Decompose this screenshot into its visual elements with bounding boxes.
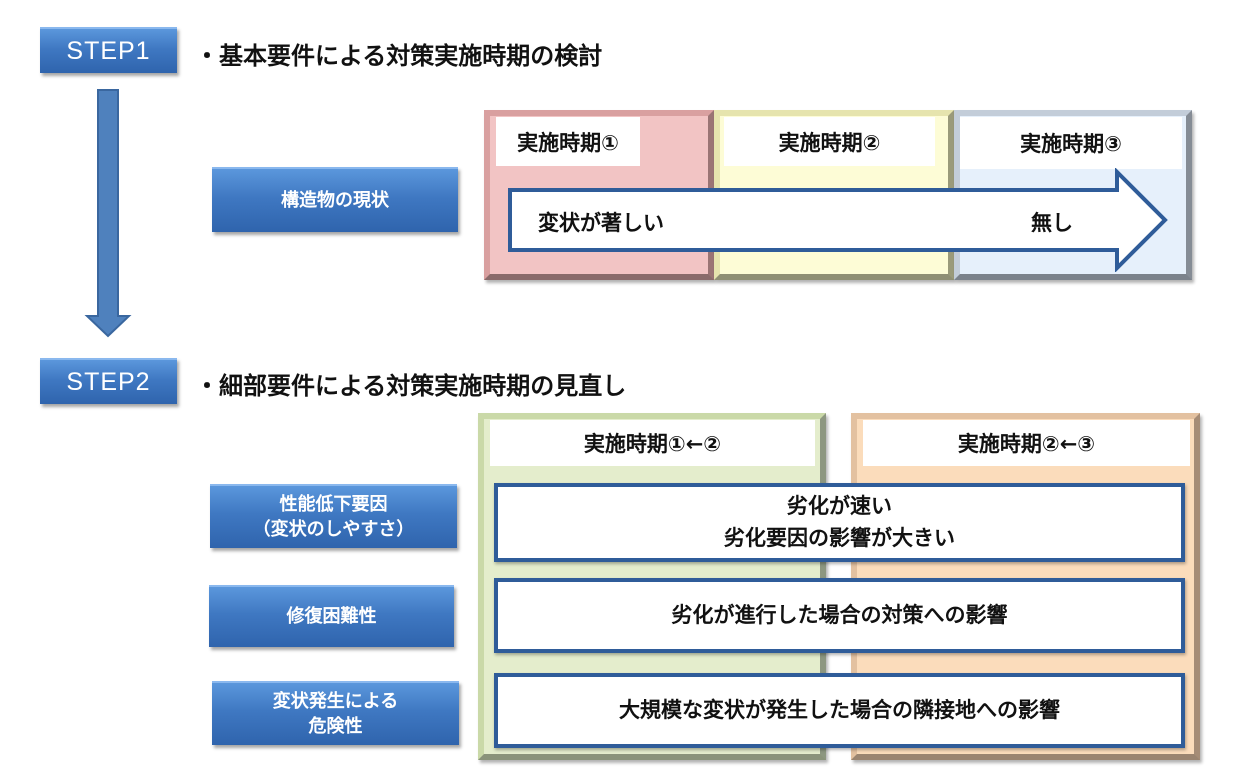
row-hazard: 大規模な変状が発生した場合の隣接地への影響 (494, 673, 1185, 748)
criterion-label: 変状発生による (272, 690, 399, 712)
period3-header: 実施時期③ (960, 117, 1182, 169)
arrow-start-label: 変状が著しい (538, 211, 664, 235)
arrow-end-label: 無し (1031, 211, 1073, 235)
criterion-label: 性能低下要因 (279, 493, 388, 515)
row-deterioration-factor: 劣化が速い 劣化要因の影響が大きい (494, 483, 1185, 562)
row-text: 劣化要因の影響が大きい (724, 525, 955, 550)
row-text: 劣化が進行した場合の対策への影響 (671, 602, 1008, 627)
period2-from-3-header: 実施時期②←③ (863, 420, 1190, 466)
step2-badge: STEP2 (40, 358, 177, 404)
criterion-repair-difficulty: 修復困難性 (209, 585, 454, 647)
criterion-hazard: 変状発生による 危険性 (212, 681, 459, 745)
criterion-deterioration-factor: 性能低下要因 （変状のしやすさ） (210, 484, 457, 548)
step1-badge: STEP1 (40, 27, 177, 73)
criterion-sublabel: （変状のしやすさ） (252, 519, 415, 540)
status-arrow-icon (508, 168, 1168, 272)
row-repair-difficulty: 劣化が進行した場合の対策への影響 (494, 578, 1185, 653)
period1-from-2-header: 実施時期①←② (490, 420, 815, 466)
row-text: 大規模な変状が発生した場合の隣接地への影響 (619, 697, 1060, 722)
period2-header: 実施時期② (724, 117, 935, 166)
step2-heading: ・細部要件による対策実施時期の見直し (195, 372, 627, 400)
period1-header: 実施時期① (496, 117, 640, 166)
criterion-label: 修復困難性 (286, 606, 377, 628)
criterion-sublabel: 危険性 (308, 716, 363, 737)
down-arrow-icon (84, 89, 132, 338)
criterion-structure-status: 構造物の現状 (212, 167, 458, 232)
row-text: 劣化が速い (787, 494, 892, 518)
step1-heading: ・基本要件による対策実施時期の検討 (195, 42, 603, 70)
